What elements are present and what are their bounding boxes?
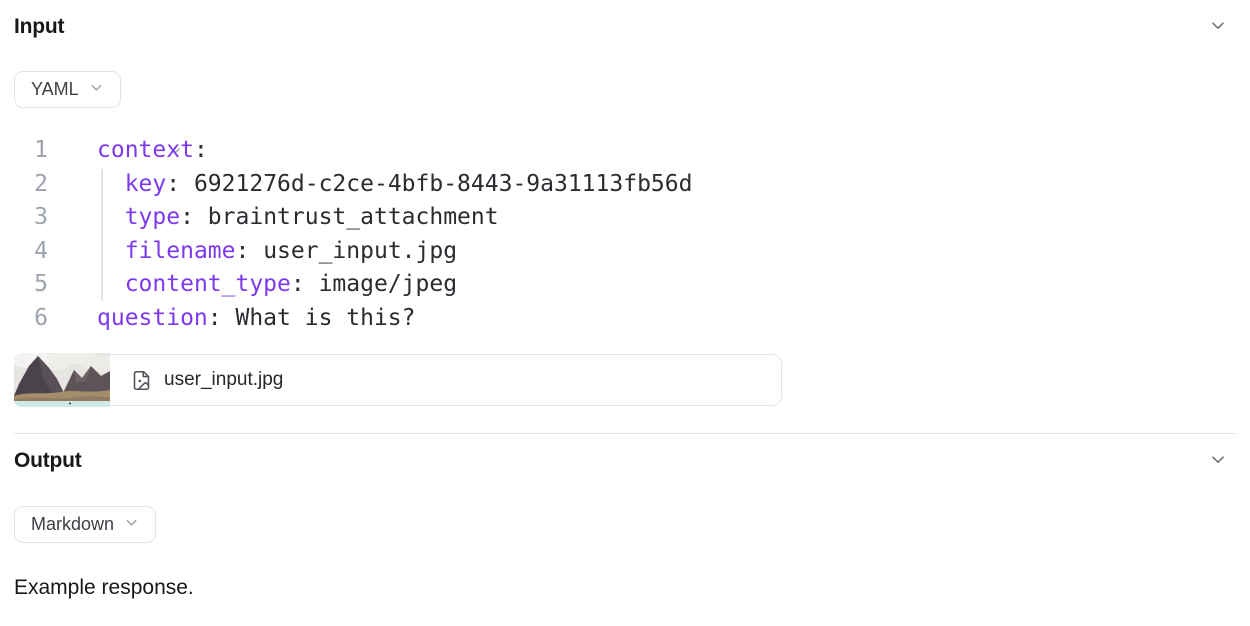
yaml-value: user_input.jpg [249,237,458,264]
chevron-down-icon [124,514,139,535]
chevron-down-icon [1208,16,1228,39]
attachment-row: user_input.jpg [14,353,782,407]
yaml-key: context [97,137,194,163]
attachment-filename: user_input.jpg [164,369,284,390]
input-section-title: Input [14,15,65,38]
input-collapse-button[interactable] [1208,16,1228,39]
line-number: 4 [34,237,48,264]
yaml-value: 6921276d-c2ce-4bfb-8443-9a31113fb56d [180,170,693,197]
yaml-key: content_type [124,271,291,297]
attachment-card[interactable]: user_input.jpg [14,354,782,406]
yaml-value: braintrust_attachment [193,204,499,230]
output-response-text: Example response. [14,576,194,599]
line-number: 3 [34,204,48,230]
output-collapse-button[interactable] [1208,450,1228,473]
yaml-key: question [97,304,208,331]
yaml-value: image/jpeg [304,271,458,297]
code-line: 3 type : braintrust_attachment [0,201,1250,235]
code-line: 1 context : [0,134,1250,168]
yaml-value: What is this? [221,304,416,331]
code-line: 2 key : 6921276d-c2ce-4bfb-8443-9a31113f… [0,168,1250,202]
section-divider [14,433,1236,434]
yaml-key: type [124,204,181,230]
format-selector-value: YAML [31,79,79,99]
output-section-title: Output [14,449,82,472]
yaml-key: key [124,170,167,197]
code-line: 6 question : What is this? [0,302,1250,336]
yaml-key: filename [124,237,236,264]
chevron-down-icon [1208,450,1228,473]
format-selector-value: Markdown [31,514,115,534]
line-number: 2 [34,170,48,197]
output-section-header: Output [0,434,1250,474]
yaml-code-editor[interactable]: 1 context : 2 key : 6921276d-c2ce-4bfb-8… [0,134,1250,335]
line-number: 6 [34,304,48,331]
fold-toggle-chevron-down-icon[interactable] [58,101,182,202]
input-section-header: Input [0,0,1250,40]
input-format-selector[interactable]: YAML [14,71,121,108]
code-line: 4 filename : user_input.jpg [0,235,1250,269]
indent-guide [101,169,103,301]
attachment-thumbnail mountain-photo[interactable] [14,353,110,407]
code-line: 5 content_type : image/jpeg [0,268,1250,302]
chevron-down-icon [89,79,104,100]
line-number: 5 [34,271,48,297]
file-image-icon [131,370,152,391]
line-number: 1 [34,137,48,163]
output-format-selector[interactable]: Markdown [14,506,157,543]
